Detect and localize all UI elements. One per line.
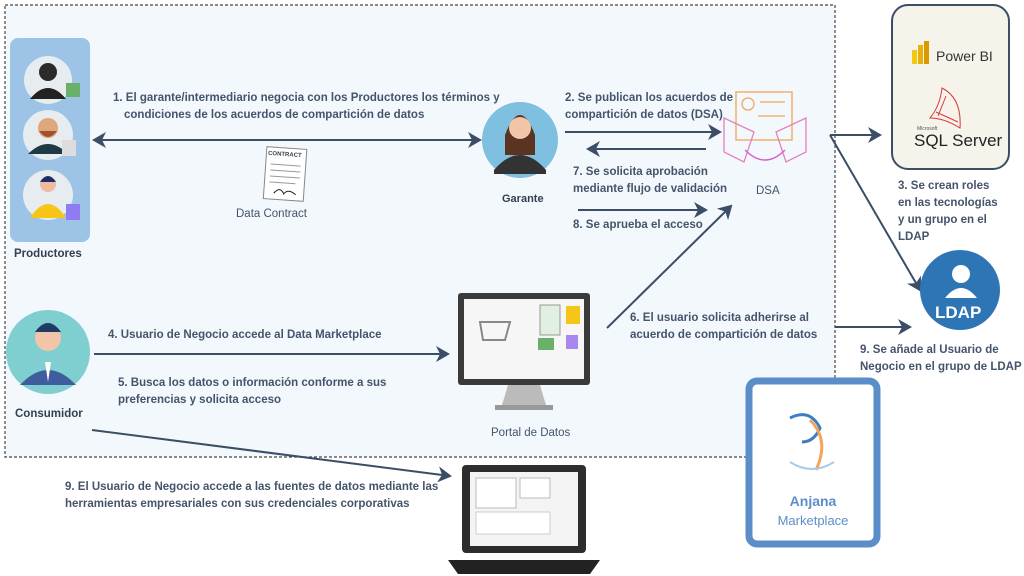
arrow-access-sources	[91, 429, 452, 483]
portal-monitor	[458, 293, 590, 410]
sqlserver-label: SQL Server	[914, 131, 1003, 150]
marketplace-label: Marketplace	[777, 513, 849, 528]
anjana-marketplace-box	[745, 377, 881, 548]
anjana-logo-icon	[789, 413, 835, 471]
step4-text: 4. Usuario de Negocio accede al Data Mar…	[108, 329, 382, 341]
arrow-ldap-group	[829, 134, 922, 292]
portal-label: Portal de Datos	[491, 427, 571, 439]
producer-avatar-2	[23, 110, 76, 160]
arrow-adhere	[606, 204, 733, 329]
step1-text: 1. El garante/intermediario negocia con …	[113, 92, 500, 121]
anjana-label: Anjana	[789, 493, 837, 509]
producer-avatar-1	[24, 56, 80, 104]
scope-boundary	[4, 4, 836, 458]
powerbi-icon	[912, 41, 929, 64]
garante-avatar	[482, 102, 558, 178]
step8-text: 8. Se aprueba el acceso	[573, 219, 703, 231]
laptop	[448, 465, 600, 574]
garante-label: Garante	[502, 193, 544, 205]
ldap-label: LDAP	[935, 303, 982, 322]
powerbi-label: Power BI	[936, 48, 993, 64]
sqlserver-icon	[928, 87, 961, 129]
data-contract-label: Data Contract	[236, 208, 307, 220]
consumidor-label: Consumidor	[15, 408, 83, 420]
step5-text: 5. Busca los datos o información conform…	[118, 377, 387, 406]
producers-label: Productores	[14, 248, 82, 260]
step9-access-text: 9. El Usuario de Negocio accede a las fu…	[65, 481, 439, 510]
microsoft-label: Microsoft	[917, 126, 938, 132]
dsa-label: DSA	[756, 185, 780, 197]
contract-icon	[262, 146, 308, 202]
consumidor-avatar	[6, 310, 90, 394]
dsa-handshake-icon	[723, 91, 807, 163]
ldap-icon	[920, 250, 1000, 330]
producer-avatar-3	[23, 170, 80, 220]
